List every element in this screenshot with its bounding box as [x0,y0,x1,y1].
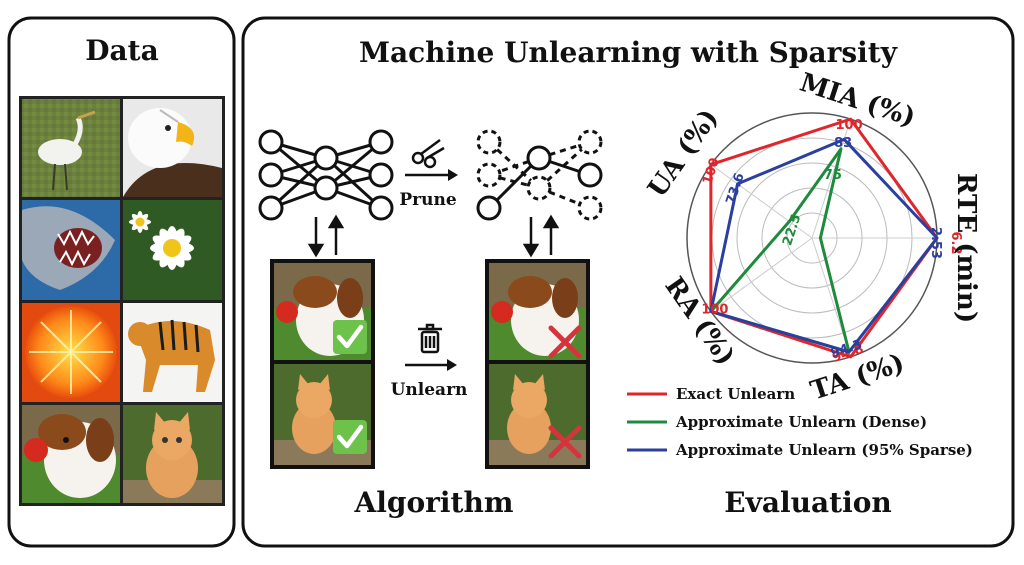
value-label-sparse: 2.53 [928,227,943,259]
value-label-exact: 100 [701,303,728,318]
value-label-exact: 6.2 [948,231,963,254]
value-label-dense: 75 [824,168,842,183]
prune-step: Prune [399,138,458,210]
retained-images [270,259,375,469]
image-orange [22,303,120,402]
chart-legend: Exact Unlearn Approximate Unlearn (Dense… [627,385,973,459]
legend-label-exact: Exact Unlearn [676,385,795,403]
cross-icon [548,325,582,359]
algorithm-title: Algorithm [354,486,514,519]
forgotten-images [485,259,590,469]
image-tiger [123,303,222,402]
dog-photo-right [489,263,586,360]
unlearn-label: Unlearn [391,380,468,400]
cross-icon [548,425,582,459]
evaluation-title: Evaluation [724,486,892,519]
dense-network [258,129,394,221]
image-dog [22,405,120,503]
data-panel: Data [7,16,236,548]
legend-label-sparse: Approximate Unlearn (95% Sparse) [675,441,973,459]
sparse-network [476,129,603,221]
check-icon [333,320,367,354]
unlearn-step: Unlearn [391,323,468,400]
data-title: Data [85,34,159,67]
radar-series-exact [709,117,939,359]
image-shark [22,200,120,300]
radar-series-sparse [709,137,939,354]
sparse-model-arrows [522,214,560,258]
prune-label: Prune [399,190,456,210]
image-daisy [123,200,222,300]
value-label-exact: 100 [836,118,863,133]
trash-icon [418,323,442,354]
dense-model-arrows [307,214,345,258]
radar-spoke [710,164,813,239]
radar-series [709,117,939,359]
check-icon [333,420,367,454]
image-egret [22,99,120,197]
scissors-icon [411,138,445,169]
cat-photo-left [274,364,371,465]
radar-spoke [710,237,813,312]
value-label-sparse: 83 [834,136,852,151]
image-eagle [123,99,222,197]
axis-label-rte: RTE (min) [951,173,981,323]
image-cat [123,405,222,503]
legend-label-dense: Approximate Unlearn (Dense) [675,413,927,431]
main-title: Machine Unlearning with Sparsity [359,36,898,69]
